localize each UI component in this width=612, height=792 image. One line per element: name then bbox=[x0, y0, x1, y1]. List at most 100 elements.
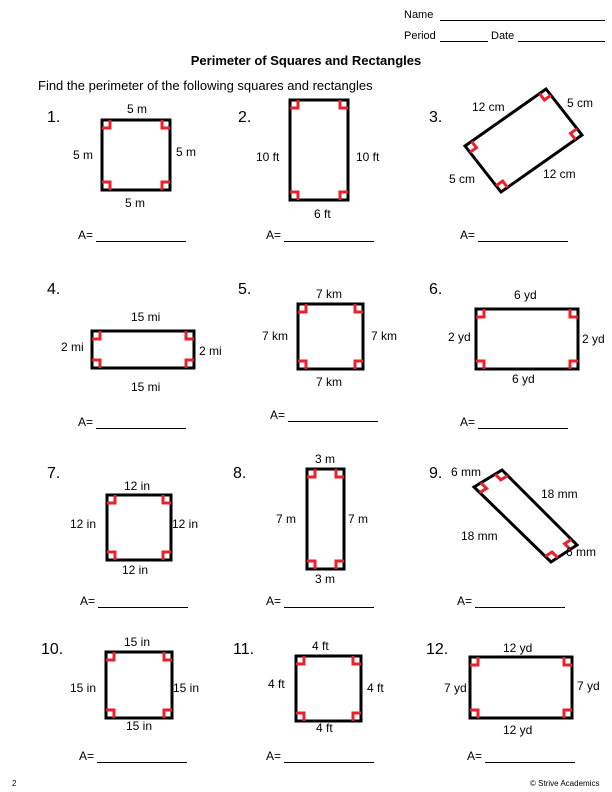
dimension-label: 5 cm bbox=[567, 96, 594, 110]
page-title: Perimeter of Squares and Rectangles bbox=[190, 53, 422, 68]
problem-number-2: 2. bbox=[238, 109, 252, 126]
right-angle-mark bbox=[184, 358, 194, 368]
dimension-label: 12 in bbox=[70, 517, 97, 531]
answer-line[interactable] bbox=[96, 241, 186, 242]
shape-outlines bbox=[90, 86, 585, 723]
answer-field-8[interactable]: A= bbox=[266, 594, 374, 608]
rectangle-3 bbox=[462, 86, 585, 195]
dimension-label: 6 mm bbox=[451, 465, 481, 479]
dimension-label: 15 in bbox=[126, 719, 153, 733]
right-angle-mark bbox=[469, 140, 479, 154]
answer-field-11[interactable]: A= bbox=[266, 749, 374, 763]
right-angle-mark bbox=[161, 550, 171, 560]
dimension-label: 12 cm bbox=[472, 100, 505, 114]
right-angle-mark bbox=[102, 180, 112, 190]
dimension-label: 4 ft bbox=[367, 681, 384, 695]
problem-number-9: 9. bbox=[429, 465, 443, 482]
dimension-label: 2 yd bbox=[582, 332, 605, 346]
dimension-label: 15 in bbox=[70, 681, 97, 695]
dimension-label: 10 ft bbox=[256, 150, 280, 164]
date-label: Date bbox=[491, 30, 515, 42]
right-angle-mark bbox=[470, 708, 480, 718]
answer-field-7[interactable]: A= bbox=[80, 594, 188, 608]
answer-field-4[interactable]: A= bbox=[78, 415, 186, 429]
right-angle-mark bbox=[160, 180, 170, 190]
dimension-label: 2 yd bbox=[448, 330, 471, 344]
answer-line[interactable] bbox=[288, 421, 378, 422]
dimension-label: 5 m bbox=[73, 148, 94, 162]
answer-line[interactable] bbox=[284, 241, 374, 242]
answer-line[interactable] bbox=[96, 428, 186, 429]
dimension-label: 12 yd bbox=[503, 641, 533, 655]
right-angle-mark bbox=[107, 550, 117, 560]
dimension-label: 3 m bbox=[315, 572, 336, 586]
square-5 bbox=[296, 302, 365, 371]
answer-line[interactable] bbox=[475, 607, 565, 608]
date-field[interactable] bbox=[518, 41, 605, 42]
problem-number-1: 1. bbox=[47, 109, 61, 126]
right-angle-mark bbox=[351, 656, 361, 666]
dimension-label: 18 mm bbox=[541, 487, 578, 501]
right-angle-mark bbox=[106, 708, 116, 718]
answer-line[interactable] bbox=[284, 762, 374, 763]
dimension-label: 2 mi bbox=[61, 340, 84, 354]
dimension-label: 5 m bbox=[125, 196, 146, 210]
period-field[interactable] bbox=[440, 41, 488, 42]
answer-line[interactable] bbox=[478, 241, 568, 242]
dimension-label: 12 in bbox=[122, 563, 149, 577]
problem-number-4: 4. bbox=[47, 281, 61, 298]
right-angle-mark bbox=[353, 359, 363, 369]
right-angle-mark bbox=[476, 359, 486, 369]
right-angle-mark bbox=[478, 481, 490, 494]
right-angle-mark bbox=[298, 304, 308, 314]
answer-field-10[interactable]: A= bbox=[79, 749, 187, 763]
answer-prefix: A= bbox=[467, 749, 483, 763]
name-field[interactable] bbox=[440, 20, 605, 21]
answer-field-1[interactable]: A= bbox=[78, 228, 186, 242]
dimension-label: 6 ft bbox=[314, 207, 331, 221]
answer-line[interactable] bbox=[97, 762, 187, 763]
dimension-label: 15 mi bbox=[131, 380, 161, 394]
answer-field-5[interactable]: A= bbox=[270, 408, 378, 422]
answer-line[interactable] bbox=[98, 607, 188, 608]
right-angle-mark bbox=[296, 656, 306, 666]
problem-number-10: 10. bbox=[41, 641, 64, 658]
dimension-label: 7 km bbox=[371, 329, 398, 343]
dimension-label: 18 mm bbox=[461, 529, 498, 543]
right-angle-mark bbox=[494, 473, 509, 482]
answer-line[interactable] bbox=[284, 607, 374, 608]
dimension-label: 5 cm bbox=[449, 172, 476, 186]
dimension-label: 7 km bbox=[316, 375, 343, 389]
right-angle-mark bbox=[107, 495, 117, 505]
dimension-label: 10 ft bbox=[356, 150, 380, 164]
square-10 bbox=[104, 650, 174, 720]
right-angle-mark bbox=[568, 309, 578, 319]
answer-field-2[interactable]: A= bbox=[266, 228, 374, 242]
dimension-label: 5 m bbox=[176, 145, 197, 159]
right-angle-mark bbox=[184, 331, 194, 341]
answer-line[interactable] bbox=[485, 762, 575, 763]
dimension-label: 7 m bbox=[348, 512, 369, 526]
right-angle-mark bbox=[92, 331, 102, 341]
right-angle-mark bbox=[161, 495, 171, 505]
dimension-label: 7 yd bbox=[577, 679, 600, 693]
answer-line[interactable] bbox=[478, 428, 568, 429]
answer-field-3[interactable]: A= bbox=[460, 228, 568, 242]
right-angle-mark bbox=[338, 100, 348, 110]
copyright: © Strive Academics bbox=[530, 779, 600, 788]
dimension-label: 4 ft bbox=[316, 721, 333, 735]
problem-number-12: 12. bbox=[426, 641, 449, 658]
answer-prefix: A= bbox=[80, 594, 96, 608]
answer-field-6[interactable]: A= bbox=[460, 415, 568, 429]
dimension-label: 4 ft bbox=[312, 639, 329, 653]
right-angle-mark bbox=[102, 120, 112, 130]
dimension-label: 12 in bbox=[124, 479, 151, 493]
answer-prefix: A= bbox=[460, 228, 476, 242]
dimension-label: 12 cm bbox=[543, 167, 576, 181]
right-angle-mark bbox=[476, 309, 486, 319]
dimension-label: 6 yd bbox=[514, 288, 537, 302]
answer-prefix: A= bbox=[79, 749, 95, 763]
answer-field-9[interactable]: A= bbox=[457, 594, 565, 608]
answer-prefix: A= bbox=[78, 228, 94, 242]
answer-field-12[interactable]: A= bbox=[467, 749, 575, 763]
